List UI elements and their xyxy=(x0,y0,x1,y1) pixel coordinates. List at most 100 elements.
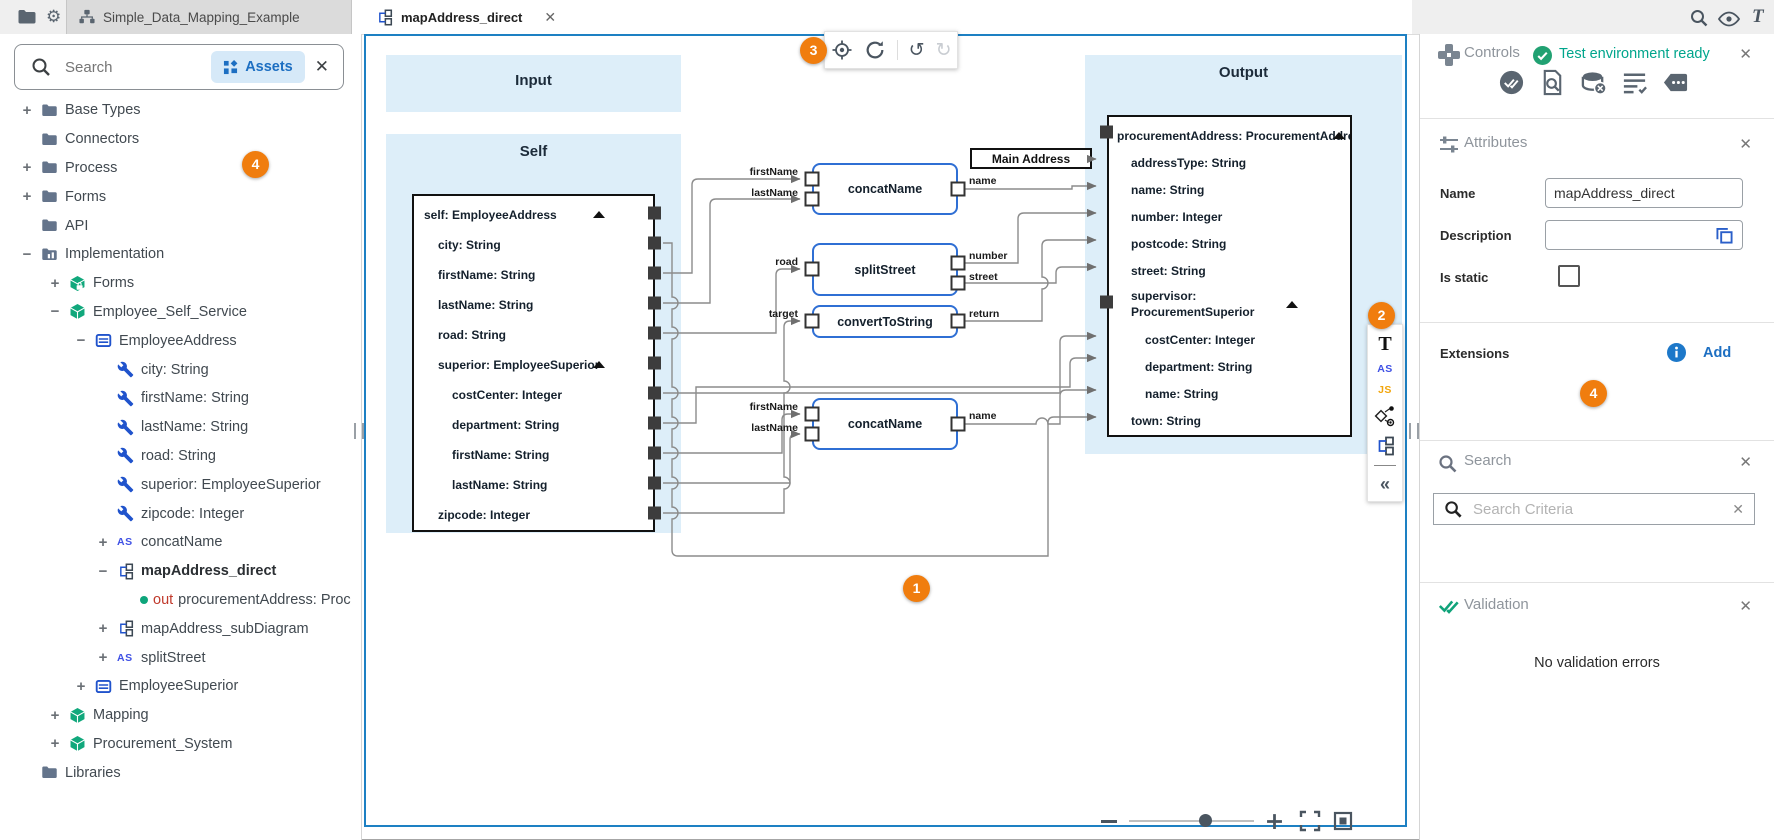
tree-item-process[interactable]: Process xyxy=(0,154,361,183)
tree-item-libraries[interactable]: Libraries xyxy=(0,758,361,787)
is-static-checkbox[interactable] xyxy=(1558,265,1580,287)
tree-item-impl-forms[interactable]: Forms xyxy=(0,269,361,298)
tree-item-road[interactable]: road: String xyxy=(0,442,361,471)
javascript-tool-icon[interactable]: JS xyxy=(1378,383,1392,396)
fullscreen-icon[interactable] xyxy=(1299,810,1321,832)
tree-item-mapaddress-subdiagram[interactable]: mapAddress_subDiagram xyxy=(0,614,361,643)
add-extension-button[interactable]: Add xyxy=(1703,345,1732,361)
eye-icon[interactable] xyxy=(1718,9,1740,29)
collapse-icon[interactable] xyxy=(20,246,34,263)
tree-item-implementation[interactable]: Implementation xyxy=(0,240,361,269)
mapping-canvas[interactable]: Input Self Output self: EmployeeAddress … xyxy=(364,31,1407,832)
collapse-caret-icon[interactable] xyxy=(593,361,605,368)
clear-criteria-icon[interactable]: ✕ xyxy=(1732,500,1744,517)
breakpoints-button[interactable] xyxy=(1662,69,1689,96)
function-node-concatname-1[interactable]: concatName xyxy=(812,163,958,215)
node-row[interactable]: zipcode: Integer xyxy=(414,500,653,530)
tree-item-procurement-system[interactable]: Procurement_System xyxy=(0,730,361,759)
node-row[interactable]: number: Integer xyxy=(1109,203,1350,230)
node-row[interactable]: procurementAddress: ProcurementAddress xyxy=(1109,122,1350,149)
tree-item-firstname[interactable]: firstName: String xyxy=(0,384,361,413)
type-tool-icon[interactable]: T xyxy=(1378,332,1392,355)
tree-item-forms[interactable]: Forms xyxy=(0,182,361,211)
node-row[interactable]: street: String xyxy=(1109,257,1350,284)
info-icon[interactable] xyxy=(1667,343,1686,362)
node-row[interactable]: costCenter: Integer xyxy=(414,380,653,410)
text-format-icon[interactable]: T xyxy=(1752,6,1764,27)
sidebar-resize-handle[interactable] xyxy=(354,423,364,439)
flow-tool-icon[interactable] xyxy=(1374,405,1396,427)
document-tab[interactable]: mapAddress_direct ✕ xyxy=(364,0,556,34)
node-row[interactable]: self: EmployeeAddress xyxy=(414,200,653,230)
expand-icon[interactable] xyxy=(96,620,110,637)
node-row[interactable]: name: String xyxy=(1109,380,1350,407)
self-node[interactable]: self: EmployeeAddress city: String first… xyxy=(412,194,655,532)
node-row[interactable]: department: String xyxy=(414,410,653,440)
subdiagram-tool-icon[interactable] xyxy=(1375,436,1395,456)
close-section-icon[interactable]: ✕ xyxy=(1739,598,1752,615)
tree-item-mapaddress-direct[interactable]: mapAddress_direct xyxy=(0,557,361,586)
node-row[interactable]: town: String xyxy=(1109,407,1350,434)
node-row[interactable]: costCenter: Integer xyxy=(1109,326,1350,353)
refresh-icon[interactable] xyxy=(864,39,886,61)
search-icon[interactable] xyxy=(1688,8,1710,28)
expand-icon[interactable] xyxy=(74,678,88,695)
center-view-icon[interactable] xyxy=(831,39,853,61)
zoom-in-icon[interactable] xyxy=(1266,813,1283,830)
expand-icon[interactable] xyxy=(48,275,62,292)
collapse-caret-icon[interactable] xyxy=(593,211,605,218)
project-tab[interactable]: Simple_Data_Mapping_Example xyxy=(66,0,352,34)
tree-item-zipcode[interactable]: zipcode: Integer xyxy=(0,499,361,528)
log-list-button[interactable] xyxy=(1621,69,1648,96)
node-row[interactable]: addressType: String xyxy=(1109,149,1350,176)
node-row[interactable]: department: String xyxy=(1109,353,1350,380)
clear-search-icon[interactable]: ✕ xyxy=(314,57,329,76)
folder-icon[interactable] xyxy=(16,7,38,27)
node-row[interactable]: lastName: String xyxy=(414,470,653,500)
clear-data-button[interactable] xyxy=(1580,69,1607,96)
expand-icon[interactable] xyxy=(48,735,62,752)
collapse-caret-icon[interactable] xyxy=(1286,301,1298,308)
close-section-icon[interactable]: ✕ xyxy=(1739,454,1752,471)
zoom-slider-knob[interactable] xyxy=(1199,814,1212,827)
tree-item-connectors[interactable]: Connectors xyxy=(0,125,361,154)
fit-view-icon[interactable] xyxy=(1333,811,1353,831)
panel-resize-handle[interactable] xyxy=(1409,423,1419,439)
close-tab-icon[interactable]: ✕ xyxy=(544,8,557,25)
tree-item-api[interactable]: API xyxy=(0,211,361,240)
name-field[interactable] xyxy=(1545,178,1743,208)
description-field[interactable] xyxy=(1545,220,1743,250)
node-row[interactable]: superior: EmployeeSuperior xyxy=(414,350,653,380)
tree-item-employee-superior[interactable]: EmployeeSuperior xyxy=(0,672,361,701)
inspect-document-button[interactable] xyxy=(1539,69,1566,96)
tree-item-employee-address[interactable]: EmployeeAddress xyxy=(0,326,361,355)
close-section-icon[interactable]: ✕ xyxy=(1739,136,1752,153)
assign-script-tool-icon[interactable]: AS xyxy=(1377,362,1393,375)
close-section-icon[interactable]: ✕ xyxy=(1739,46,1752,63)
node-row[interactable]: name: String xyxy=(1109,176,1350,203)
search-input[interactable] xyxy=(63,57,212,77)
search-criteria-box[interactable]: ✕ xyxy=(1433,493,1755,525)
collapse-icon[interactable] xyxy=(96,563,110,580)
tree-item-city[interactable]: city: String xyxy=(0,355,361,384)
sidebar-search-box[interactable]: Assets ✕ xyxy=(14,44,344,90)
expand-icon[interactable] xyxy=(96,534,110,551)
tree-item-employee-self-service[interactable]: Employee_Self_Service xyxy=(0,298,361,327)
expand-icon[interactable] xyxy=(96,649,110,666)
copy-icon[interactable] xyxy=(1716,227,1733,244)
expand-icon[interactable] xyxy=(48,707,62,724)
undo-icon[interactable]: ↺ xyxy=(908,38,925,61)
function-node-converttostring[interactable]: convertToString xyxy=(812,305,958,338)
output-node[interactable]: procurementAddress: ProcurementAddress a… xyxy=(1107,115,1352,437)
collapse-palette-icon[interactable]: « xyxy=(1379,473,1390,494)
expand-icon[interactable] xyxy=(20,159,34,176)
node-row[interactable]: supervisor: ProcurementSuperior xyxy=(1109,284,1350,326)
function-node-splitstreet[interactable]: splitStreet xyxy=(812,243,958,296)
tree-item-lastname[interactable]: lastName: String xyxy=(0,413,361,442)
gear-icon[interactable]: ⚙ xyxy=(46,7,62,26)
collapse-icon[interactable] xyxy=(48,303,62,320)
zoom-out-icon[interactable] xyxy=(1101,819,1117,823)
